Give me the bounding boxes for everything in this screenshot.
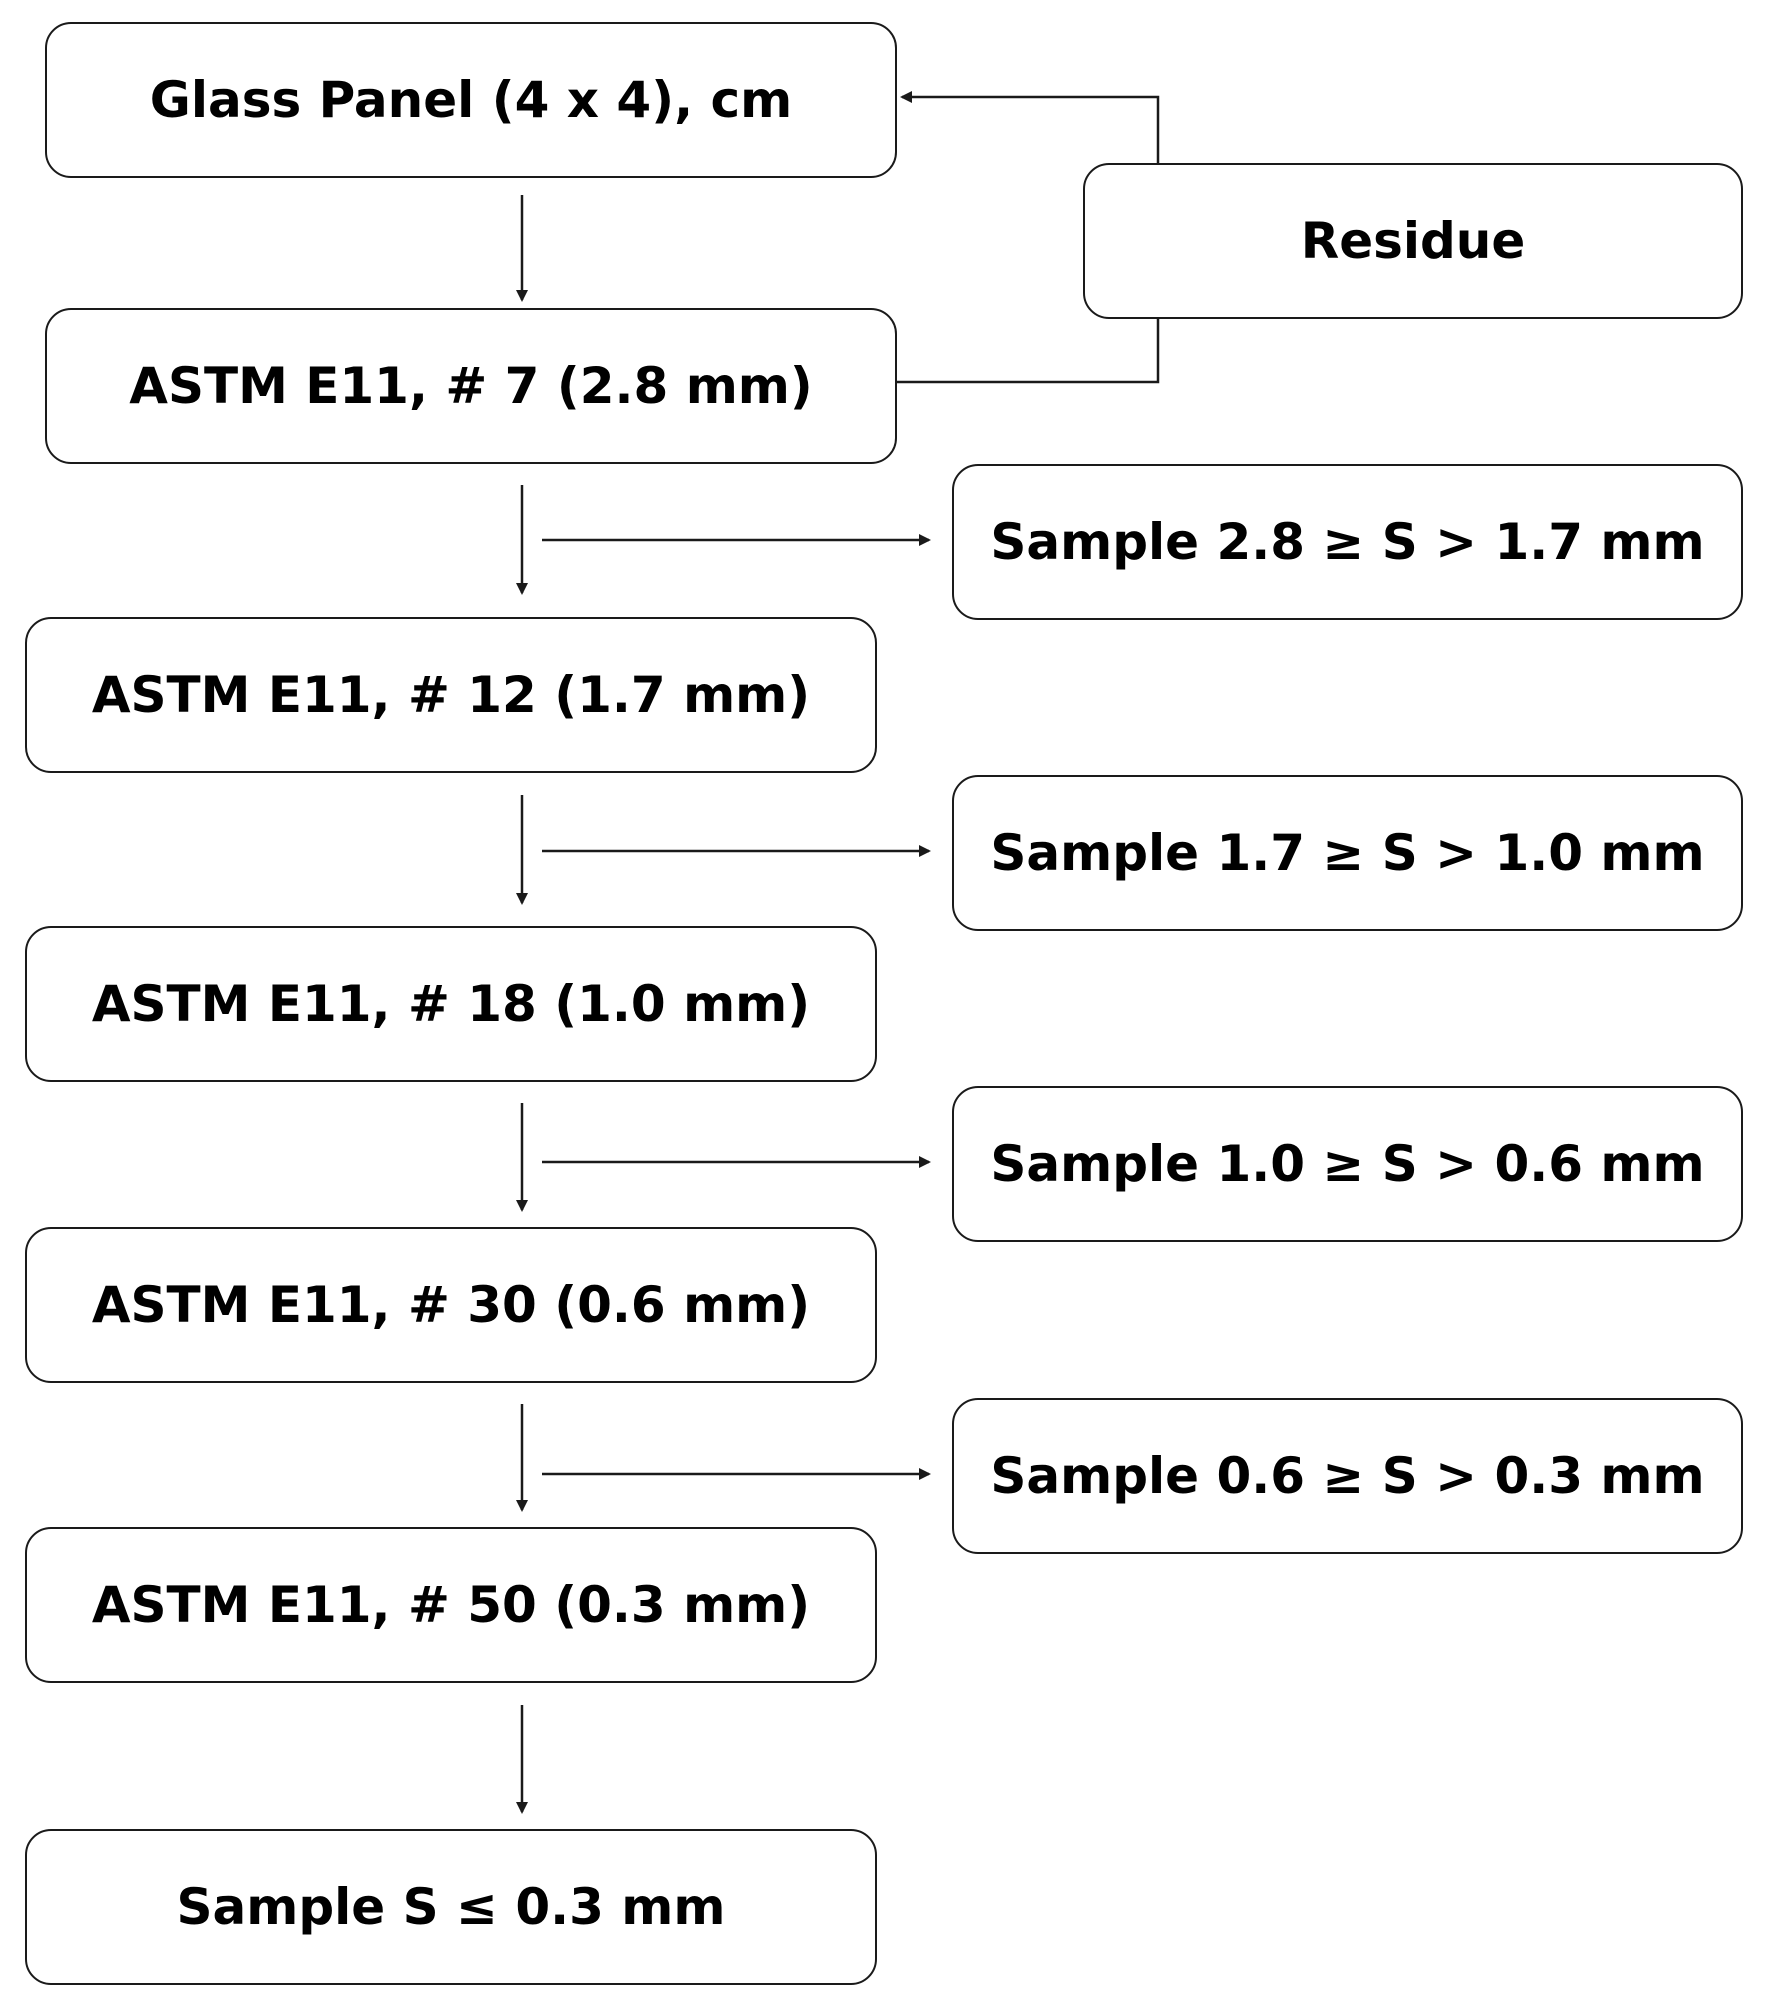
sample-1-node: Sample 2.8 ≥ S > 1.7 mm: [952, 464, 1743, 620]
sieve-50-node: ASTM E11, # 50 (0.3 mm): [25, 1527, 877, 1683]
residue-node: Residue: [1083, 163, 1743, 319]
sample-2-node: Sample 1.7 ≥ S > 1.0 mm: [952, 775, 1743, 931]
glass-panel-node: Glass Panel (4 x 4), cm: [45, 22, 897, 178]
sample-final-node: Sample S ≤ 0.3 mm: [25, 1829, 877, 1985]
sieve-18-node: ASTM E11, # 18 (1.0 mm): [25, 926, 877, 1082]
arrow-residue-to-glass: [900, 91, 1160, 163]
sieve-12-node: ASTM E11, # 12 (1.7 mm): [25, 617, 877, 773]
sample-3-node: Sample 1.0 ≥ S > 0.6 mm: [952, 1086, 1743, 1242]
sieve-30-node: ASTM E11, # 30 (0.6 mm): [25, 1227, 877, 1383]
line-sieve7-to-residue: [896, 318, 1160, 384]
sieve-7-node: ASTM E11, # 7 (2.8 mm): [45, 308, 897, 464]
sample-4-node: Sample 0.6 ≥ S > 0.3 mm: [952, 1398, 1743, 1554]
